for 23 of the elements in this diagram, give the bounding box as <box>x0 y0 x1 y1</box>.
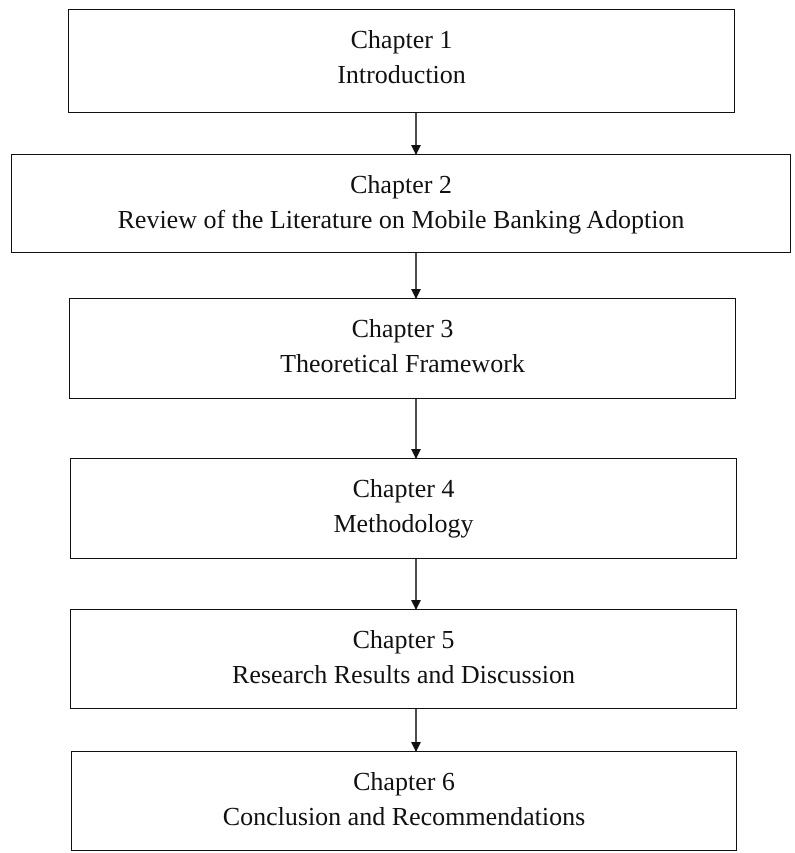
chapter-title: Review of the Literature on Mobile Banking Adoption <box>118 204 684 236</box>
arrow <box>411 253 421 299</box>
chapter-number: Chapter 5 <box>352 624 454 656</box>
chapter-title: Research Results and Discussion <box>232 659 575 691</box>
chapter-box <box>68 9 735 113</box>
arrow <box>411 399 421 459</box>
chapter-number: Chapter 4 <box>352 473 454 505</box>
chapter-box <box>11 154 791 253</box>
arrow <box>411 559 421 610</box>
chapter-number: Chapter 3 <box>352 313 454 345</box>
chapter-number: Chapter 1 <box>350 24 452 56</box>
chapter-title: Methodology <box>333 508 474 540</box>
chapter-title: Theoretical Framework <box>280 348 525 380</box>
chapter-box <box>70 458 737 559</box>
arrow <box>411 709 421 752</box>
chapter-box <box>70 609 737 709</box>
chapter-title: Conclusion and Recommendations <box>222 801 586 833</box>
arrow <box>411 113 421 155</box>
chapter-number: Chapter 2 <box>350 169 452 201</box>
chapter-box <box>71 751 737 851</box>
chapter-box <box>69 298 736 399</box>
chapter-number: Chapter 6 <box>353 766 455 798</box>
chapter-title: Introduction <box>337 59 466 91</box>
